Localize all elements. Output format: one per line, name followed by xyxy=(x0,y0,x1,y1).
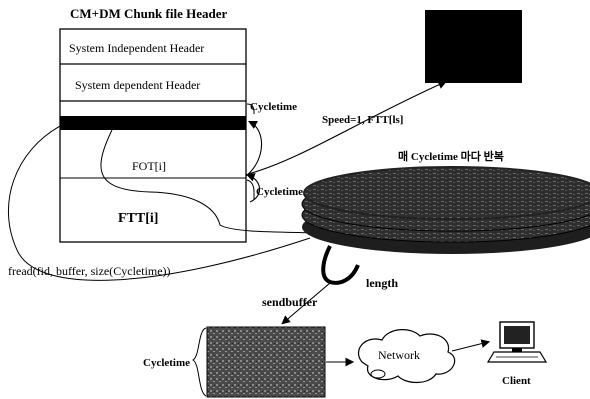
display-box xyxy=(425,10,522,83)
network-label: Network xyxy=(378,348,420,362)
length-label: length xyxy=(366,276,398,290)
network-cloud xyxy=(357,329,456,384)
disk-stack xyxy=(301,166,590,254)
speed-arrow xyxy=(247,80,448,175)
system-independent-header: System Independent Header xyxy=(69,41,204,55)
sendbuffer-label: sendbuffer xyxy=(262,295,318,309)
cycletime-label-top: Cycletime xyxy=(250,101,297,113)
fread-label: fread(fid, buffer, size(Cycletime)) xyxy=(8,264,171,278)
chunk-file-block xyxy=(59,28,247,243)
current-cycletime-bar xyxy=(60,116,246,130)
cycletime-buffer-label: Cycletime xyxy=(143,357,190,369)
ftt-label: FTT[i] xyxy=(118,211,158,226)
network-to-client-arrow xyxy=(451,339,491,352)
cycletime-label-mid: Cycletime xyxy=(256,186,303,198)
cycle-arrow-upper xyxy=(245,121,263,177)
cycletime-brace xyxy=(191,327,207,397)
chunk-header-title: CM+DM Chunk file Header xyxy=(70,6,227,21)
fot-label: FOT[i] xyxy=(132,159,166,173)
network-cloud-puff xyxy=(370,369,386,379)
ftt-connector-curve xyxy=(100,129,321,234)
client-label: Client xyxy=(502,375,531,387)
speed-label: Speed=1, FTT[ls] xyxy=(322,114,403,126)
sendbuffer-arrow xyxy=(281,282,331,325)
cycletime-bracket-mid xyxy=(246,179,255,200)
client-computer-icon xyxy=(486,321,548,363)
repeat-label: 매 Cycletime 마다 반복 xyxy=(398,149,504,163)
system-dependent-header: System dependent Header xyxy=(75,78,200,92)
cycletime-bracket-top xyxy=(246,103,255,114)
cycle-arrow-lower xyxy=(245,173,261,203)
send-buffer-block xyxy=(206,326,326,398)
fread-connector-curve xyxy=(8,124,311,281)
length-loop xyxy=(321,245,360,285)
